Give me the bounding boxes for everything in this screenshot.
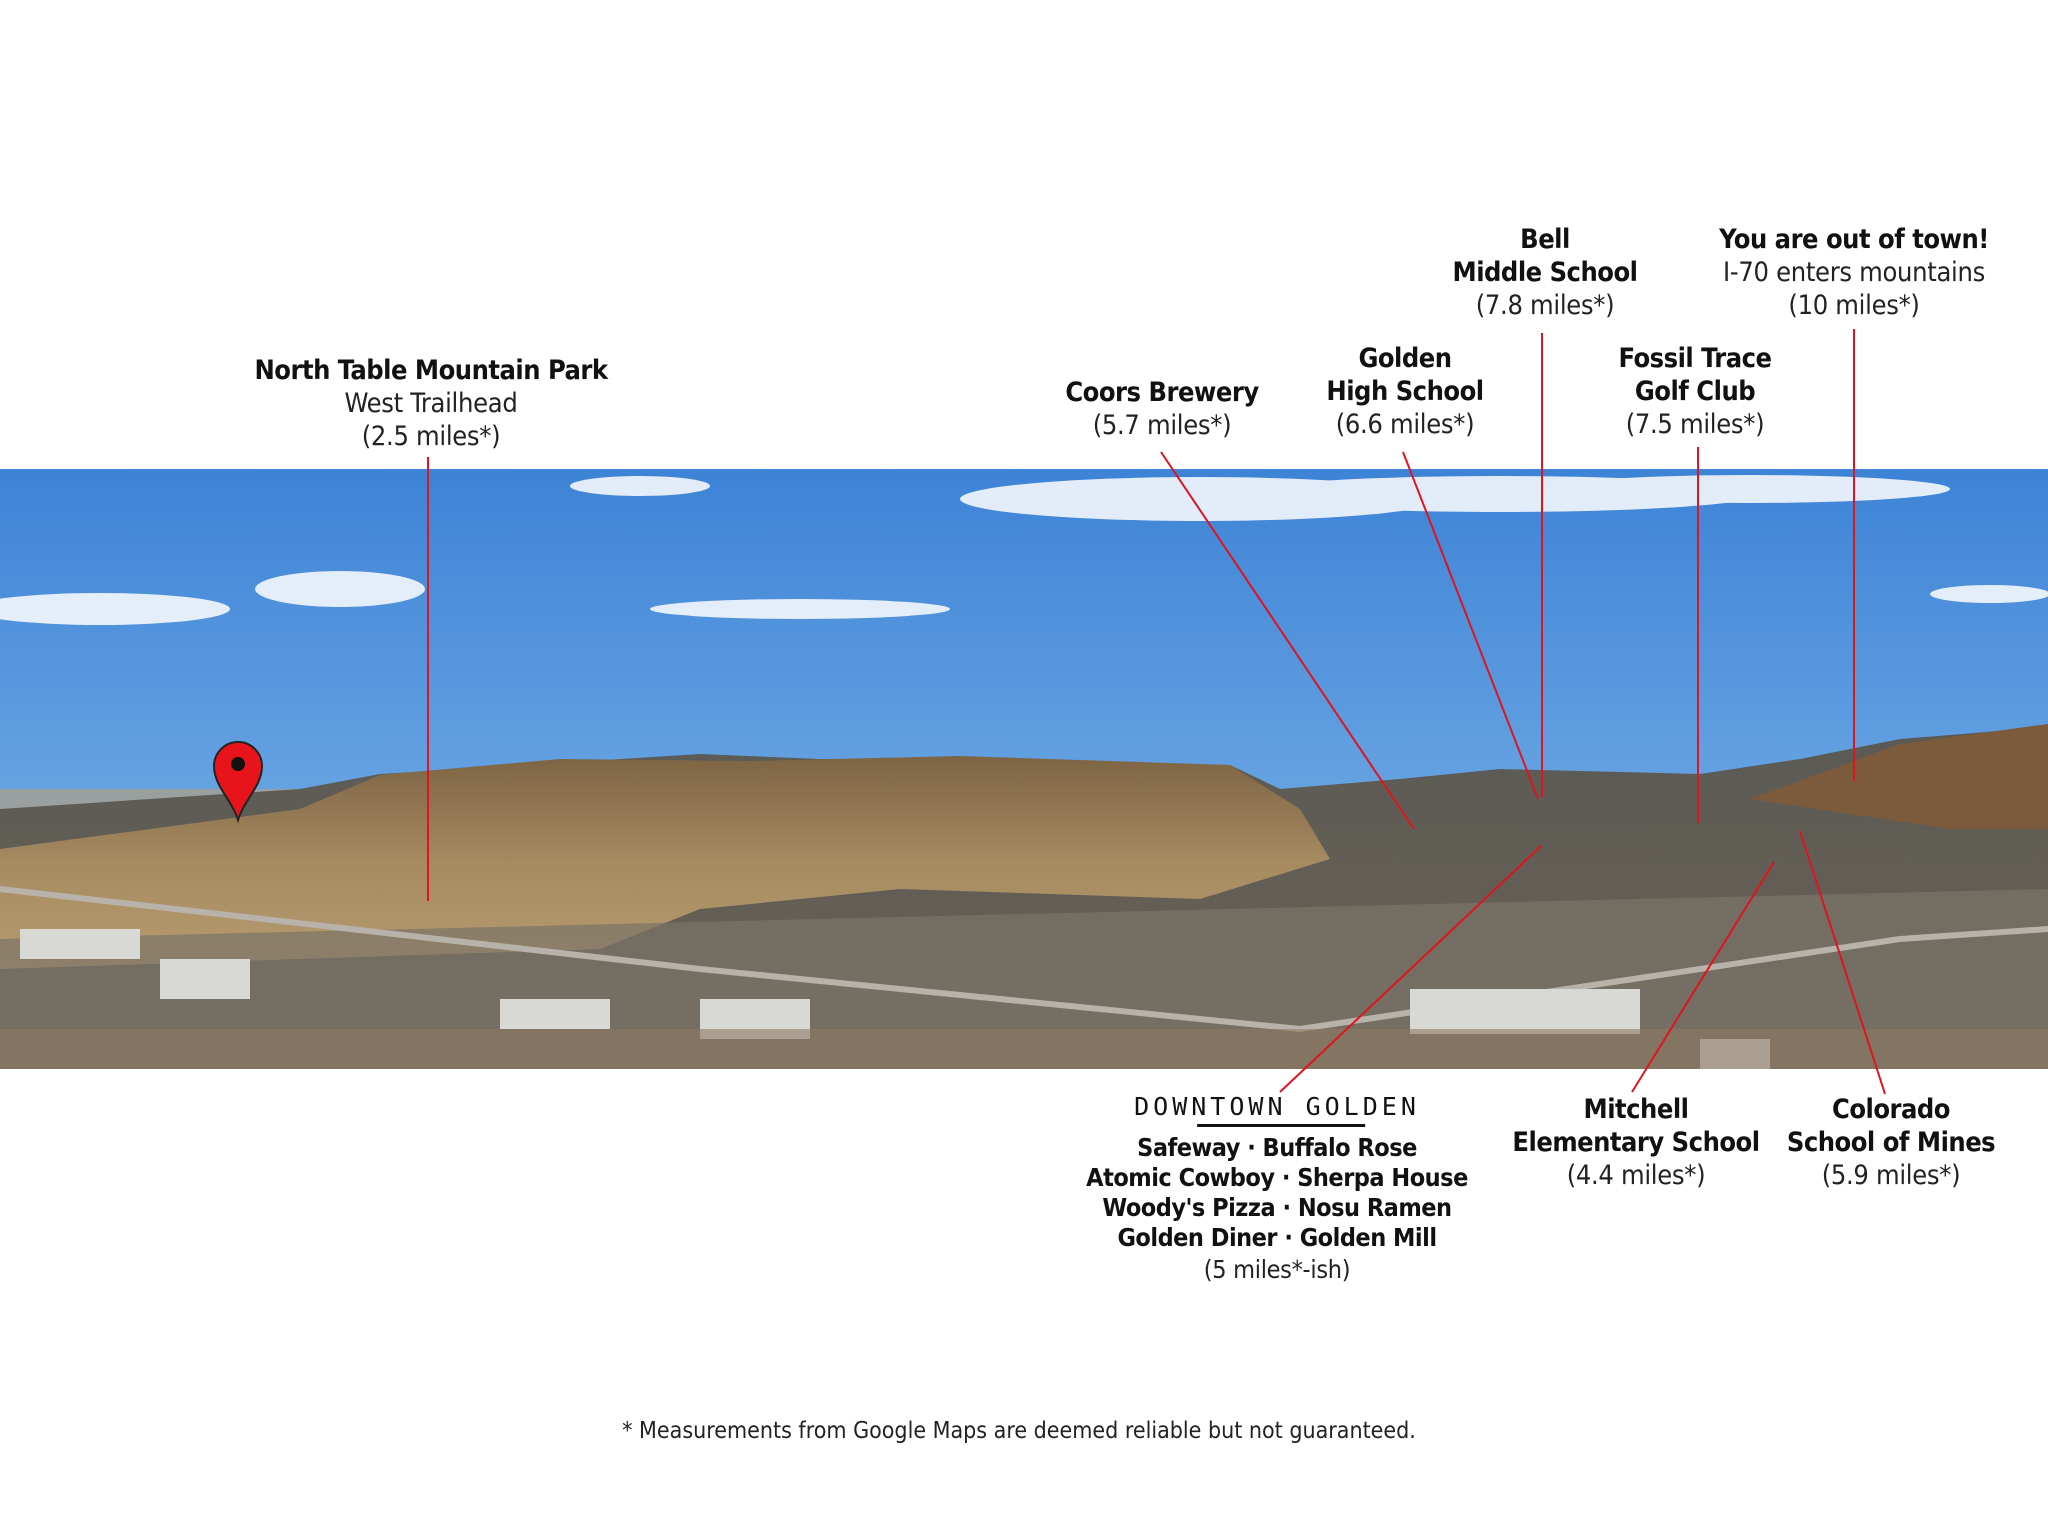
label-out-of-town: You are out of town! I-70 enters mountai…	[1719, 223, 1989, 322]
label-title: Elementary School	[1512, 1127, 1760, 1158]
label-coors-brewery: Coors Brewery (5.7 miles*)	[1065, 376, 1259, 442]
label-golden-high-school: Golden High School (6.6 miles*)	[1326, 342, 1484, 441]
label-downtown-golden: DOWNTOWN GOLDEN Safeway · Buffalo Rose A…	[1086, 1090, 1468, 1286]
label-distance: (10 miles*)	[1788, 290, 1920, 321]
label-title: North Table Mountain Park	[254, 355, 608, 386]
label-title: Colorado	[1832, 1094, 1950, 1125]
label-title: School of Mines	[1786, 1127, 1996, 1158]
label-title: Mitchell	[1583, 1094, 1689, 1125]
label-title: Middle School	[1452, 257, 1638, 288]
label-bell-middle-school: Bell Middle School (7.8 miles*)	[1453, 223, 1638, 322]
label-line: Atomic Cowboy · Sherpa House	[1086, 1163, 1468, 1192]
label-distance: (4.4 miles*)	[1566, 1160, 1706, 1191]
label-title: Golf Club	[1634, 376, 1756, 407]
aerial-panorama-photo	[0, 469, 2048, 1069]
label-subtitle: I-70 enters mountains	[1723, 257, 1985, 288]
label-title: Fossil Trace	[1618, 343, 1772, 374]
label-distance: (2.5 miles*)	[361, 421, 501, 452]
label-north-table-mountain: North Table Mountain Park West Trailhead…	[254, 354, 608, 453]
label-title: You are out of town!	[1719, 224, 1989, 255]
label-distance: (6.6 miles*)	[1335, 409, 1475, 440]
label-line: Safeway · Buffalo Rose	[1137, 1133, 1417, 1162]
label-line: Golden Diner · Golden Mill	[1117, 1223, 1437, 1252]
title-underline	[1196, 1124, 1365, 1127]
footnote: * Measurements from Google Maps are deem…	[622, 1418, 1416, 1444]
label-distance: (5 miles*-ish)	[1203, 1255, 1351, 1284]
label-title: Coors Brewery	[1065, 377, 1259, 408]
label-fossil-trace-golf-club: Fossil Trace Golf Club (7.5 miles*)	[1618, 342, 1772, 441]
label-title: Bell	[1520, 224, 1570, 255]
label-mitchell-elementary: Mitchell Elementary School (4.4 miles*)	[1512, 1093, 1760, 1192]
label-line: Woody's Pizza · Nosu Ramen	[1102, 1193, 1452, 1222]
label-colorado-school-of-mines: Colorado School of Mines (5.9 miles*)	[1786, 1093, 1996, 1192]
label-distance: (7.8 miles*)	[1475, 290, 1615, 321]
label-title: High School	[1326, 376, 1484, 407]
label-title: DOWNTOWN GOLDEN	[1134, 1092, 1420, 1121]
label-title: Golden	[1358, 343, 1452, 374]
label-distance: (5.9 miles*)	[1821, 1160, 1961, 1191]
label-subtitle: West Trailhead	[344, 388, 518, 419]
label-distance: (5.7 miles*)	[1092, 410, 1232, 441]
label-distance: (7.5 miles*)	[1625, 409, 1765, 440]
